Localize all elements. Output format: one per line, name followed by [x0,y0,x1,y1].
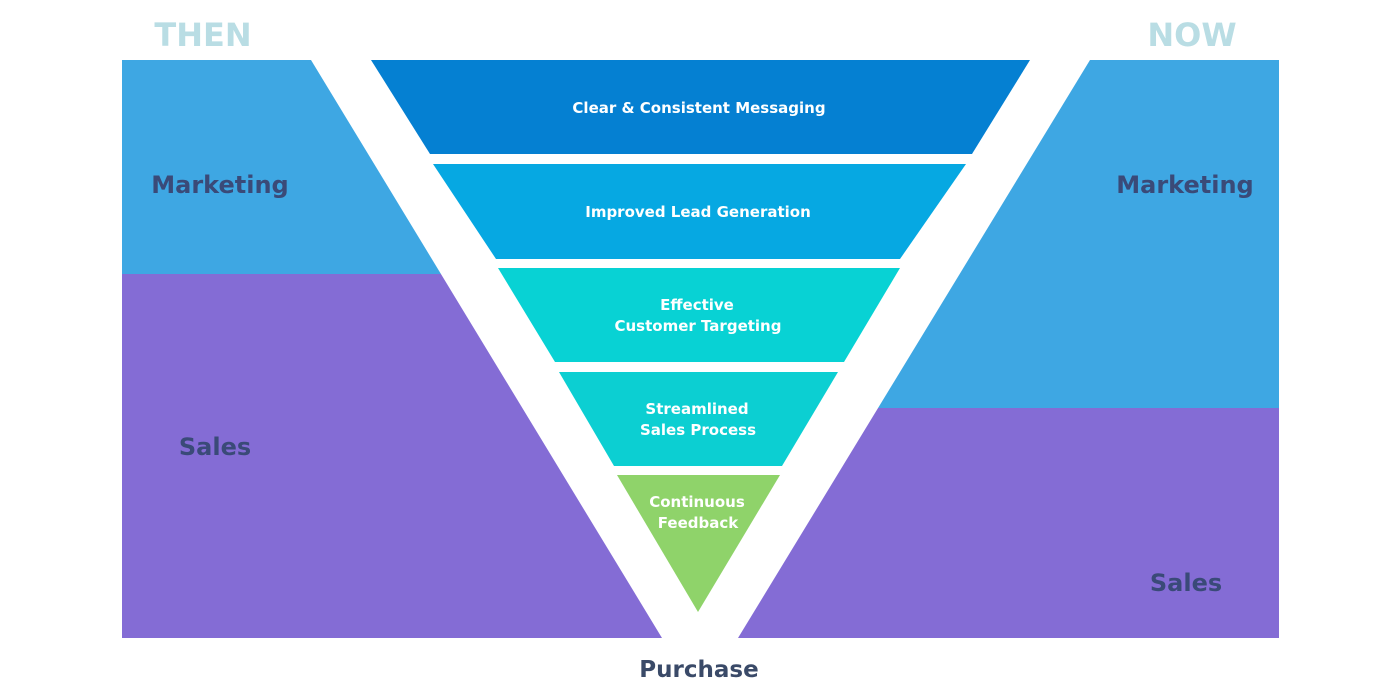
funnel-band-1 [371,60,1030,154]
then-sales-label: Sales [179,433,251,461]
funnel-label-3-line-1: Effective [660,296,734,314]
funnel-label-5-line-2: Feedback [658,514,739,532]
funnel-label-5-line-1: Continuous [649,493,745,511]
funnel-label-1: Clear & Consistent Messaging [572,99,825,117]
now-header: NOW [1147,16,1236,54]
then-header: THEN [154,16,251,54]
purchase-label: Purchase [639,657,758,683]
funnel-band-5 [617,475,780,612]
then-marketing-label: Marketing [151,171,288,199]
funnel-label-4-line-1: Streamlined [645,400,748,418]
funnel-band-3 [498,268,900,362]
now-marketing-label: Marketing [1116,171,1253,199]
funnel-band-4 [559,372,838,466]
funnel-label-2: Improved Lead Generation [585,203,811,221]
funnel-label-4-line-2: Sales Process [640,421,756,439]
funnel-label-3-line-2: Customer Targeting [615,317,782,335]
funnel-band-2 [433,164,966,259]
now-sales-label: Sales [1150,569,1222,597]
